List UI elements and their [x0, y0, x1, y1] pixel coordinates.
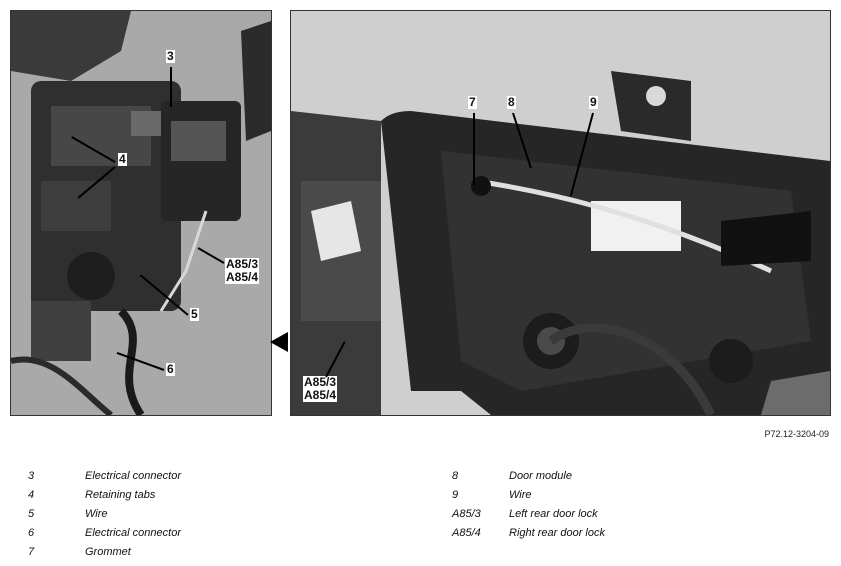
legend-text: Electrical connector: [85, 527, 181, 539]
legend-code: 5: [28, 508, 35, 520]
legend-left: 3 Electrical connector 4 Retaining tabs …: [28, 470, 181, 565]
legend-row: 5 Wire: [28, 508, 181, 527]
leader-3: [170, 67, 172, 107]
callout-3: 3: [166, 49, 175, 63]
callout-a85-left: A85/3 A85/4: [225, 257, 260, 284]
legend-code: A85/3: [452, 508, 481, 520]
callout-7: 7: [468, 95, 477, 109]
legend-text: Door module: [509, 470, 572, 482]
callout-a85-3-left: A85/3: [226, 257, 259, 271]
legend-row: 4 Retaining tabs: [28, 489, 181, 508]
callout-5: 5: [190, 307, 199, 321]
callout-a85-right: A85/3 A85/4: [303, 375, 338, 402]
legend-text: Grommet: [85, 546, 131, 558]
legend-code: 6: [28, 527, 35, 539]
callout-a85-4-left: A85/4: [226, 270, 259, 284]
legend-code: 7: [28, 546, 35, 558]
photo-door-module-overview: [290, 10, 831, 416]
door-module-illustration: [291, 11, 830, 415]
legend-text: Retaining tabs: [85, 489, 156, 501]
callout-9: 9: [589, 95, 598, 109]
legend-row: A85/4 Right rear door lock: [452, 527, 605, 546]
legend-row: 3 Electrical connector: [28, 470, 181, 489]
legend-code: 4: [28, 489, 35, 501]
callout-8: 8: [507, 95, 516, 109]
legend-row: 8 Door module: [452, 470, 605, 489]
legend-code: A85/4: [452, 527, 481, 539]
callout-4: 4: [118, 152, 127, 166]
door-lock-detail-illustration: [11, 11, 271, 415]
legend-code: 9: [452, 489, 459, 501]
legend-text: Wire: [509, 489, 532, 501]
legend-row: 9 Wire: [452, 489, 605, 508]
callout-6: 6: [166, 362, 175, 376]
legend-text: Left rear door lock: [509, 508, 598, 520]
legend-right: 8 Door module 9 Wire A85/3 Left rear doo…: [452, 470, 605, 546]
leader-7: [473, 113, 475, 185]
legend-text: Right rear door lock: [509, 527, 605, 539]
legend-row: A85/3 Left rear door lock: [452, 508, 605, 527]
pointer-arrow: [270, 332, 288, 352]
legend-text: Wire: [85, 508, 108, 520]
legend-code: 3: [28, 470, 35, 482]
legend-row: 6 Electrical connector: [28, 527, 181, 546]
photo-door-lock-detail: [10, 10, 272, 416]
callout-a85-4-right: A85/4: [304, 388, 337, 402]
callout-a85-3-right: A85/3: [304, 375, 337, 389]
legend-code: 8: [452, 470, 459, 482]
legend-text: Electrical connector: [85, 470, 181, 482]
legend-row: 7 Grommet: [28, 546, 181, 565]
figure-id: P72.12-3204-09: [764, 429, 829, 439]
